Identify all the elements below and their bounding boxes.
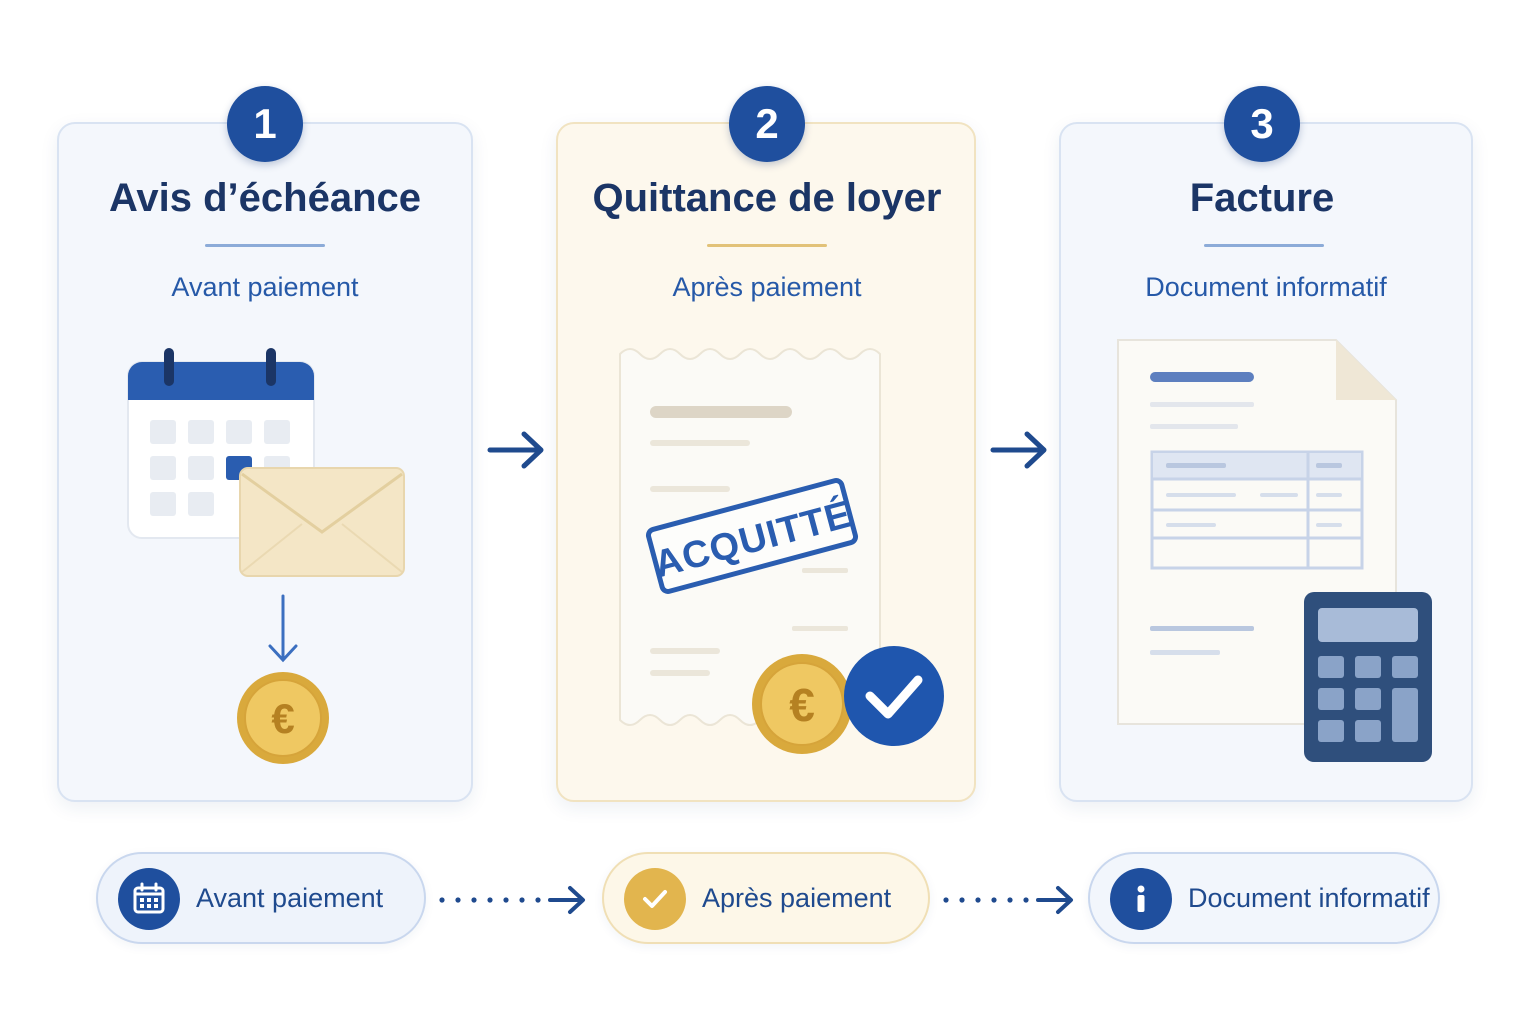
step-number-3: 3 bbox=[1224, 86, 1300, 162]
step-subtitle-avis: Avant paiement bbox=[171, 272, 359, 302]
dotted-arrow-icon bbox=[943, 886, 1073, 914]
pill-avant-paiement: Avant paiement bbox=[96, 852, 426, 944]
calendar-envelope-illustration: € bbox=[127, 348, 405, 764]
step-subtitle-quittance: Après paiement bbox=[672, 272, 862, 302]
step-title-facture: Facture bbox=[1189, 176, 1335, 220]
step-title-avis: Avis d’échéance bbox=[108, 176, 421, 220]
envelope-icon bbox=[239, 467, 405, 577]
euro-coin-icon: € bbox=[752, 654, 852, 754]
step-subtitle-facture: Document informatif bbox=[1145, 272, 1387, 302]
step-number-1: 1 bbox=[227, 86, 303, 162]
calendar-icon bbox=[118, 868, 180, 930]
info-icon bbox=[1110, 868, 1172, 930]
title-divider bbox=[205, 244, 325, 247]
invoice-illustration bbox=[1117, 339, 1432, 762]
pill-label: Document informatif bbox=[1188, 883, 1430, 913]
receipt-illustration: ACQUITTÉ € bbox=[619, 348, 944, 754]
arrow-down-icon bbox=[268, 594, 298, 663]
title-divider bbox=[1204, 244, 1324, 247]
pill-document-informatif: Document informatif bbox=[1088, 852, 1440, 944]
pill-label: Après paiement bbox=[702, 883, 892, 913]
title-divider bbox=[707, 244, 827, 247]
dotted-arrow-icon bbox=[439, 886, 585, 914]
step-number-2: 2 bbox=[729, 86, 805, 162]
svg-text:€: € bbox=[789, 679, 815, 731]
svg-text:€: € bbox=[271, 695, 294, 742]
arrow-right-icon bbox=[487, 431, 544, 469]
calculator-icon bbox=[1304, 592, 1432, 762]
check-icon bbox=[624, 868, 686, 930]
pill-apres-paiement: Après paiement bbox=[602, 852, 930, 944]
step-title-quittance: Quittance de loyer bbox=[592, 176, 942, 220]
check-badge-icon bbox=[844, 646, 944, 746]
euro-coin-icon: € bbox=[237, 672, 329, 764]
arrow-right-icon bbox=[990, 431, 1047, 469]
pill-label: Avant paiement bbox=[196, 883, 384, 913]
